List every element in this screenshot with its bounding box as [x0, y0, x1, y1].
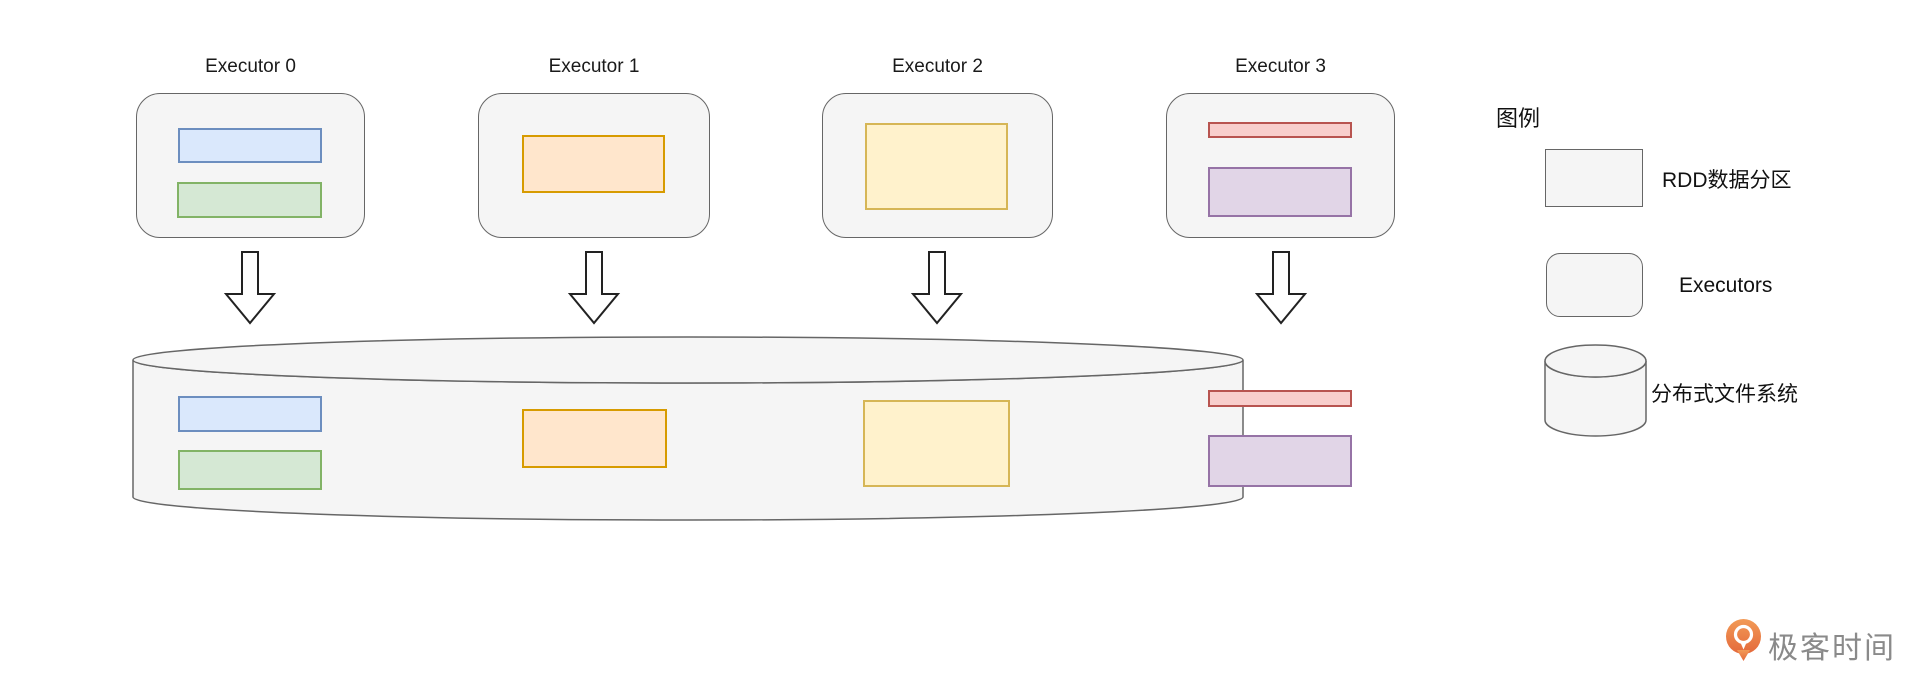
legend-rectangle-swatch [1545, 149, 1643, 207]
cylinder-top-ellipse [132, 336, 1244, 384]
down-arrow-icon [567, 251, 621, 325]
logo-inner-notch [1740, 641, 1747, 650]
rdd-partition-green [177, 182, 322, 218]
rdd-partition-red [1208, 122, 1352, 138]
stored-partition-purple [1208, 435, 1352, 487]
logo-pin-tail [1737, 650, 1750, 661]
rdd-partition-purple [1208, 167, 1352, 217]
legend-item-label-distributed-file-system: 分布式文件系统 [1651, 383, 1798, 406]
down-arrow-icon [223, 251, 277, 325]
geektime-logo-icon [1726, 619, 1761, 661]
cylinder-body [132, 359, 1244, 521]
geektime-logo-text: 极客时间 [1768, 632, 1896, 665]
logo-disc [1726, 619, 1761, 654]
executor-title-2: Executor 2 [892, 56, 983, 77]
legend-cylinder-icon [1544, 344, 1647, 437]
legend-rounded-rectangle-swatch [1546, 253, 1643, 317]
stored-partition-green [178, 450, 322, 490]
down-arrow-icon [910, 251, 964, 325]
rdd-partition-yellow [865, 123, 1008, 210]
legend-title: 图例 [1496, 106, 1541, 131]
legend-cylinder-top-ellipse [1544, 344, 1647, 378]
stored-partition-orange [522, 409, 667, 468]
stored-partition-blue [178, 396, 322, 432]
rdd-partition-blue [178, 128, 322, 163]
stored-partition-yellow [863, 400, 1010, 487]
stored-partition-red [1208, 390, 1352, 407]
rdd-partition-orange [522, 135, 665, 193]
down-arrow-icon [1254, 251, 1308, 325]
executor-title-1: Executor 1 [548, 56, 640, 77]
geektime-logo: 极客时间 [1724, 617, 1920, 667]
legend-item-label-executors: Executors [1679, 274, 1773, 297]
executor-title-0: Executor 0 [205, 56, 296, 77]
legend-item-label-rdd-partition: RDD数据分区 [1662, 169, 1792, 192]
executor-title-3: Executor 3 [1235, 56, 1326, 77]
